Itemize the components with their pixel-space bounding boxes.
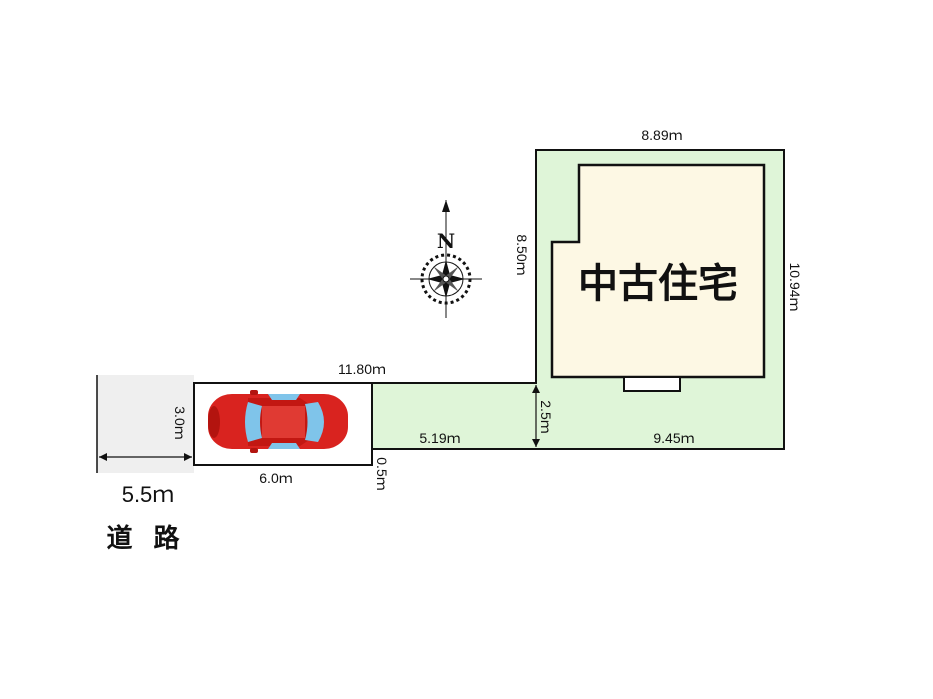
house-footprint	[550, 163, 766, 379]
dim-top: 8.89ｍ	[641, 127, 682, 143]
compass-icon	[410, 200, 482, 318]
car-icon	[208, 390, 348, 453]
road-width-arrow	[99, 453, 192, 461]
north-label: N	[437, 229, 455, 253]
dim-left-upper: 8.50ｍ	[514, 234, 530, 275]
dim-parking-width: 6.0ｍ	[259, 470, 292, 486]
dim-lot-bottom: 9.45ｍ	[653, 430, 694, 446]
dim-strip-top: 11.80ｍ	[338, 361, 386, 377]
house-label: 中古住宅	[578, 261, 738, 307]
dim-right: 10.94ｍ	[787, 262, 803, 311]
strip-height-arrow	[532, 385, 540, 447]
dim-strip-bottom: 5.19ｍ	[419, 430, 460, 446]
road-label: 道 路	[106, 523, 185, 554]
dim-step: 0.5ｍ	[374, 457, 390, 490]
dim-parking-depth: 3.0ｍ	[172, 406, 188, 439]
dim-strip-height: 2.5ｍ	[538, 400, 554, 433]
road-width-label: 5.5ｍ	[122, 482, 175, 507]
house-step	[623, 376, 681, 392]
